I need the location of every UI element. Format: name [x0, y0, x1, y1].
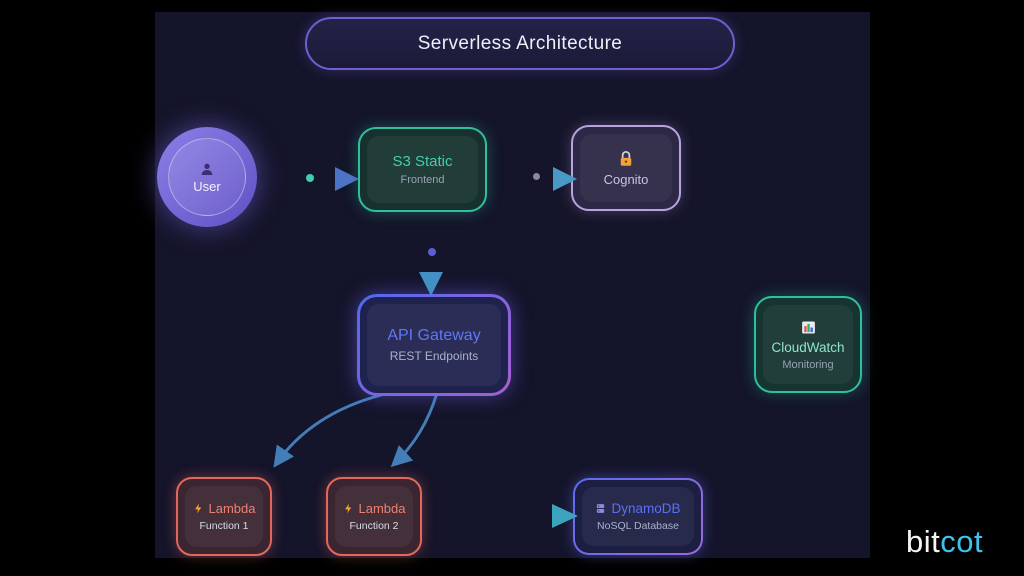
- arrow-s3-to-api: [419, 272, 443, 296]
- lightning-icon: [194, 503, 201, 514]
- node-cloudwatch: CloudWatch Monitoring: [754, 296, 862, 393]
- diagram-title-text: Serverless Architecture: [417, 32, 623, 54]
- bar-chart-icon: [801, 320, 815, 334]
- s3-subtitle: Frontend: [400, 174, 445, 186]
- lambda1-subtitle: Function 1: [199, 520, 249, 532]
- lightning-icon: [344, 503, 351, 514]
- dot-user-s3: [306, 174, 314, 182]
- dot-s3-api: [428, 248, 436, 256]
- node-api-gateway: API Gateway REST Endpoints: [357, 294, 511, 396]
- node-cognito: Cognito: [571, 125, 681, 211]
- api-gateway-subtitle: REST Endpoints: [389, 349, 479, 363]
- lock-icon: [620, 150, 632, 166]
- node-user: User: [157, 127, 257, 227]
- slide-background: [155, 12, 870, 558]
- dynamodb-title: DynamoDB: [611, 501, 681, 516]
- node-lambda-2: Lambda Function 2: [326, 477, 422, 556]
- cognito-title: Cognito: [603, 171, 649, 187]
- dynamodb-subtitle: NoSQL Database: [597, 520, 679, 532]
- s3-title: S3 Static: [392, 153, 453, 170]
- lambda2-title: Lambda: [358, 501, 406, 516]
- cloudwatch-title: CloudWatch: [771, 339, 845, 355]
- arrow-lambda-to-dynamodb: [552, 504, 578, 528]
- brand-suffix: cot: [940, 524, 984, 559]
- diagram-title: Serverless Architecture: [305, 17, 735, 70]
- arrow-user-to-s3: [335, 167, 359, 191]
- brand-prefix: bit: [906, 524, 941, 559]
- node-s3-static: S3 Static Frontend: [358, 127, 487, 212]
- lambda1-title: Lambda: [208, 501, 256, 516]
- bitcot-logo: bitcot: [906, 524, 983, 560]
- arrow-s3-to-cognito: [553, 167, 577, 191]
- node-lambda-1: Lambda Function 1: [176, 477, 272, 556]
- cloudwatch-subtitle: Monitoring: [782, 358, 834, 371]
- api-gateway-title: API Gateway: [387, 327, 481, 344]
- user-label: User: [193, 178, 221, 194]
- node-dynamodb: DynamoDB NoSQL Database: [573, 478, 703, 555]
- dot-s3-cognito: [533, 173, 540, 180]
- person-icon: [201, 163, 213, 175]
- database-icon: [597, 504, 605, 513]
- lambda2-subtitle: Function 2: [349, 520, 399, 532]
